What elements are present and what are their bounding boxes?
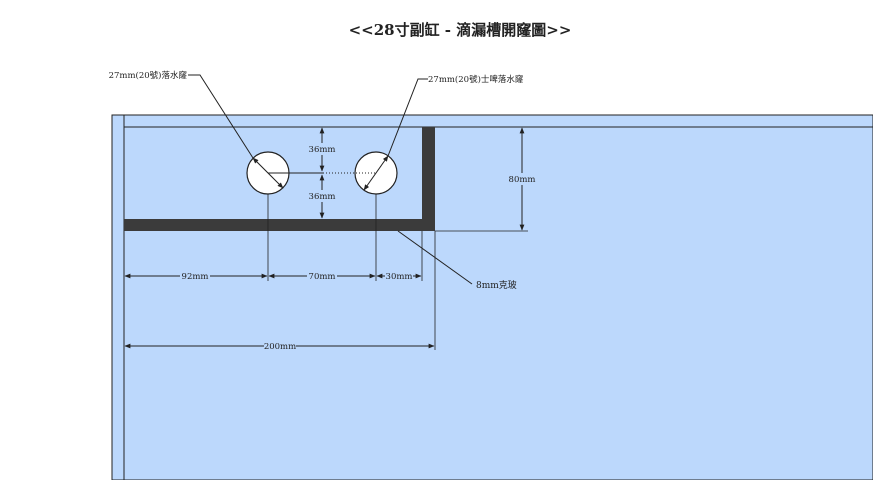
leader-hole-left bbox=[188, 74, 254, 159]
diagram-title: <<28寸副缸 - 滴漏槽開窿圖>> bbox=[349, 21, 572, 39]
dim-200-label: 200mm bbox=[264, 342, 296, 352]
dim-bottom-36-label: 36mm bbox=[309, 192, 336, 202]
dim-30-label: 30mm bbox=[386, 272, 413, 282]
dim-top-36-label: 36mm bbox=[309, 145, 336, 155]
hole-right-diameter bbox=[363, 155, 389, 191]
tank-outline bbox=[111, 114, 873, 480]
glass-baffle bbox=[124, 127, 435, 231]
label-glass: 8mm克玻 bbox=[476, 279, 517, 291]
label-hole-right: 27mm(20號)士啤落水窿 bbox=[428, 74, 524, 85]
label-hole-left: 27mm(20號)落水窿 bbox=[109, 70, 188, 81]
dim-80-label: 80mm bbox=[509, 175, 536, 185]
dim-92-label: 92mm bbox=[182, 272, 209, 282]
hole-left-diameter bbox=[252, 157, 284, 189]
dim-70-label: 70mm bbox=[309, 272, 336, 282]
leader-hole-right bbox=[387, 78, 428, 157]
